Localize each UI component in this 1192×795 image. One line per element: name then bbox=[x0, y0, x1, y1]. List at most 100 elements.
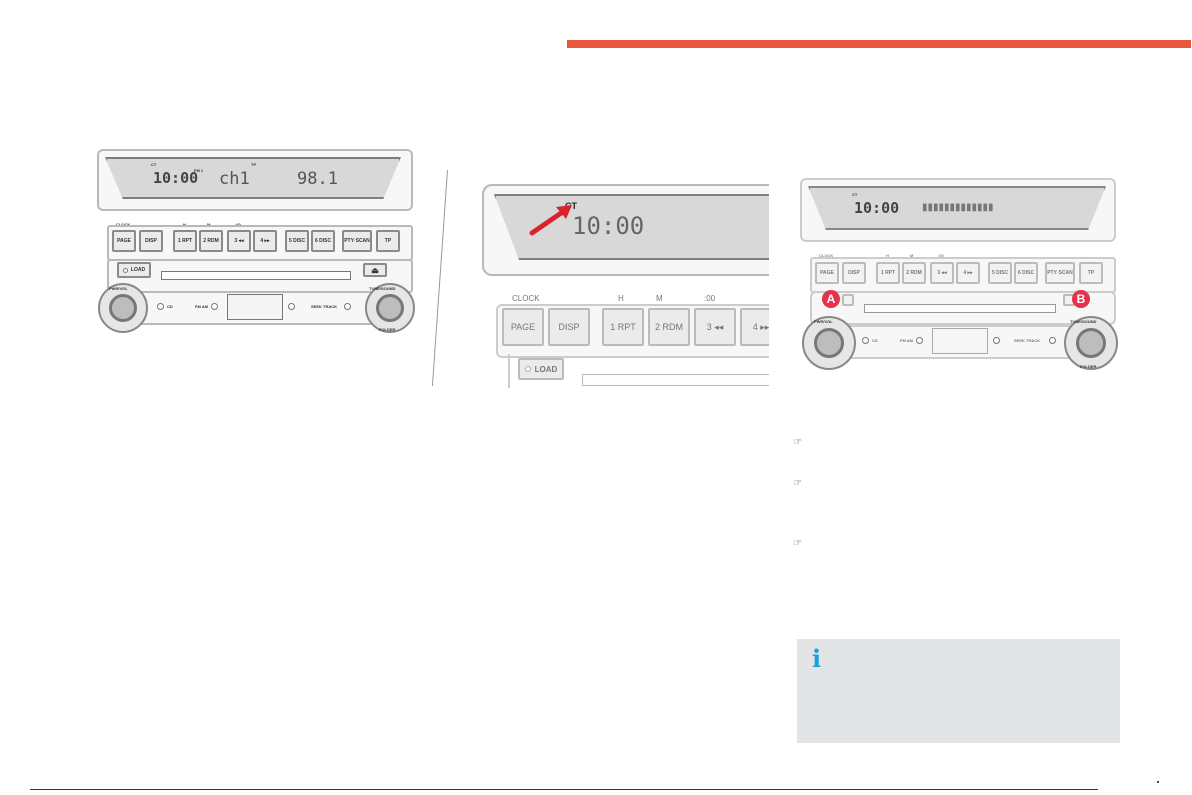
p3-label-clock: CLOCK bbox=[819, 253, 834, 258]
p3-fm-am-led bbox=[916, 337, 923, 344]
lcd-channel: ch1 bbox=[219, 169, 250, 189]
zoom-page-button[interactable]: PAGE bbox=[502, 308, 544, 346]
label-h: H bbox=[183, 222, 186, 227]
pointer-arrow-icon bbox=[529, 205, 572, 236]
preset-1-button[interactable]: 1 RPT bbox=[173, 230, 197, 252]
p3-page-button[interactable]: PAGE bbox=[815, 262, 839, 284]
p3-disp-button[interactable]: DISP bbox=[842, 262, 866, 284]
p3-preset-5-button[interactable]: 5 DISC bbox=[988, 262, 1012, 284]
zoom-label-clock: CLOCK bbox=[512, 294, 540, 303]
p3-folder-label: FOLDER bbox=[1080, 364, 1097, 369]
lcd-frequency: 98.1 bbox=[297, 169, 338, 189]
zoom-preset-1-button[interactable]: 1 RPT bbox=[602, 308, 644, 346]
p3-cd-label[interactable]: CD bbox=[872, 338, 878, 343]
fm-am-led bbox=[211, 303, 218, 310]
p3-tune-sound-knob-center bbox=[1076, 328, 1106, 358]
p3-lcd-time: 10:00 bbox=[854, 199, 900, 217]
zoom-cd-slot bbox=[582, 374, 769, 386]
seek-led bbox=[288, 303, 295, 310]
zoom-lcd-time: 10:00 bbox=[572, 212, 645, 240]
zoom-label-zero: :00 bbox=[704, 294, 716, 303]
eject-button[interactable]: ⏏ bbox=[363, 263, 387, 277]
tp-button[interactable]: TP bbox=[376, 230, 400, 252]
lcd-time: 10:00 bbox=[153, 169, 199, 187]
fm-am-label[interactable]: FM AM bbox=[195, 304, 208, 309]
radio-panel-3: CT 10:00 ▮▮▮▮▮▮▮▮▮▮▮▮▮ CLOCK H M :00 PAG… bbox=[800, 178, 1120, 388]
p3-middle-panel bbox=[932, 328, 988, 354]
zoom-disp-button[interactable]: DISP bbox=[548, 308, 590, 346]
p3-label-m: M bbox=[910, 253, 914, 258]
load-label: LOAD bbox=[130, 267, 146, 273]
zoom-preset-2-button[interactable]: 2 RDM bbox=[648, 308, 690, 346]
p3-label-zero: :00 bbox=[938, 253, 944, 258]
p3-fm-am-label[interactable]: FM AM bbox=[900, 338, 913, 343]
p3-pty-scan-button[interactable]: PTY·SCAN bbox=[1045, 262, 1075, 284]
instruction-pointer-icon: ☞ bbox=[793, 538, 802, 549]
zoom-load-led bbox=[524, 366, 531, 372]
cd-slot bbox=[161, 271, 351, 280]
label-zero: :00 bbox=[235, 222, 241, 227]
info-box bbox=[797, 639, 1120, 743]
zoom-lower-frame bbox=[508, 354, 510, 388]
label-clock: CLOCK bbox=[116, 222, 130, 227]
instruction-pointer-icon: ☞ bbox=[793, 437, 802, 448]
p3-tune-led bbox=[1049, 337, 1056, 344]
p3-preset-2-button[interactable]: 2 RDM bbox=[902, 262, 926, 284]
ct-indicator: CT bbox=[151, 162, 157, 167]
callout-a: A bbox=[822, 290, 840, 308]
disp-button[interactable]: DISP bbox=[139, 230, 163, 252]
zoom-load-label: LOAD bbox=[534, 364, 558, 374]
p3-seek-led bbox=[993, 337, 1000, 344]
zoom-preset-3-button[interactable]: 3 ◂◂ bbox=[694, 308, 736, 346]
p3-lcd-blocks: ▮▮▮▮▮▮▮▮▮▮▮▮▮ bbox=[922, 202, 994, 213]
zoom-load-button[interactable]: LOAD bbox=[518, 358, 564, 380]
p3-cd-led bbox=[862, 337, 869, 344]
radio-panel-1: CT 10:00 FM 1 ch1 TP 98.1 CLOCK H M :00 … bbox=[97, 149, 417, 349]
page-footer-line bbox=[30, 789, 1098, 790]
pwr-vol-knob-center bbox=[109, 294, 137, 322]
seek-track-label[interactable]: SEEK TRACK bbox=[311, 304, 338, 309]
folder-label: FOLDER bbox=[379, 327, 396, 332]
fm-band-indicator: FM 1 bbox=[194, 168, 204, 173]
preset-4-button[interactable]: 4 ▸▸ bbox=[253, 230, 277, 252]
load-button[interactable]: LOAD bbox=[117, 262, 151, 278]
p3-preset-6-button[interactable]: 6 DISC bbox=[1014, 262, 1038, 284]
instruction-pointer-icon: ☞ bbox=[793, 478, 802, 489]
page-footer-mark bbox=[1157, 781, 1159, 783]
p3-seek-track-label[interactable]: SEEK TRACK bbox=[1014, 338, 1041, 343]
tp-indicator: TP bbox=[251, 162, 257, 167]
section-header-bar bbox=[567, 40, 1191, 48]
radio-panel-2-zoom: CT 10:00 CLOCK H M :00 PAGE DISP 1 RPT 2… bbox=[472, 168, 769, 388]
button-a[interactable] bbox=[842, 294, 854, 306]
info-icon: i bbox=[812, 644, 822, 673]
label-m: M bbox=[207, 222, 210, 227]
p3-pwr-vol-knob-center bbox=[814, 328, 844, 358]
tune-sound-knob-center bbox=[376, 294, 404, 322]
p3-tune-sound-label: TUNE/SOUND bbox=[1070, 319, 1097, 324]
p3-cd-slot bbox=[864, 304, 1056, 313]
panel-divider bbox=[431, 170, 448, 386]
preset-2-button[interactable]: 2 RDM bbox=[199, 230, 223, 252]
p3-tp-button[interactable]: TP bbox=[1079, 262, 1103, 284]
pty-scan-button[interactable]: PTY·SCAN bbox=[342, 230, 372, 252]
page-button[interactable]: PAGE bbox=[112, 230, 136, 252]
preset-5-button[interactable]: 5 DISC bbox=[285, 230, 309, 252]
zoom-label-h: H bbox=[618, 294, 624, 303]
pwr-vol-label: PWR/VOL bbox=[109, 286, 128, 291]
p3-preset-1-button[interactable]: 1 RPT bbox=[876, 262, 900, 284]
zoom-label-m: M bbox=[656, 294, 663, 303]
p3-pwr-vol-label: PWR/VOL bbox=[814, 319, 833, 324]
tune-led bbox=[344, 303, 351, 310]
load-led bbox=[122, 267, 128, 273]
callout-b: B bbox=[1072, 290, 1090, 308]
p3-preset-3-button[interactable]: 3 ◂◂ bbox=[930, 262, 954, 284]
tune-sound-label: TUNE/SOUND bbox=[369, 286, 396, 291]
preset-3-button[interactable]: 3 ◂◂ bbox=[227, 230, 251, 252]
zoom-lcd-display bbox=[494, 194, 769, 260]
zoom-preset-4-button[interactable]: 4 ▸▸ bbox=[740, 308, 769, 346]
p3-preset-4-button[interactable]: 4 ▸▸ bbox=[956, 262, 980, 284]
preset-6-button[interactable]: 6 DISC bbox=[311, 230, 335, 252]
cd-label[interactable]: CD bbox=[167, 304, 173, 309]
p3-ct-indicator: CT bbox=[852, 192, 858, 197]
p3-lcd-display bbox=[808, 186, 1106, 230]
